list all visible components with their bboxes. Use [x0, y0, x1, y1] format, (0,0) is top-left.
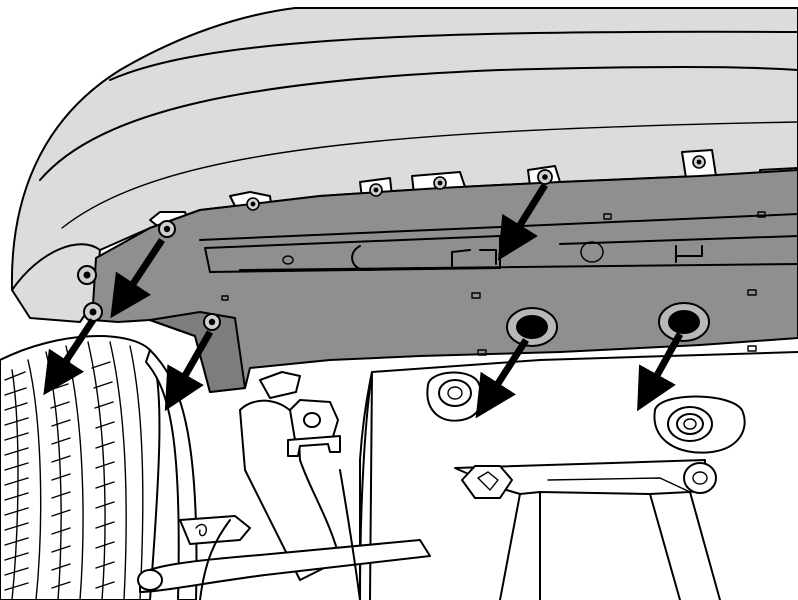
bumper-crease-2 — [39, 66, 798, 181]
bumper-crease-1 — [109, 30, 798, 81]
fasteners — [77, 155, 706, 331]
clip-slot — [451, 249, 497, 267]
panel-notch — [477, 349, 487, 356]
panel-notch — [747, 289, 757, 296]
screw-head-icon — [692, 155, 706, 169]
panel-ridge — [239, 263, 798, 271]
panel-hook — [351, 245, 421, 271]
subframe-lower-edge — [359, 371, 373, 600]
panel-flange — [149, 311, 246, 393]
screw-head-icon — [433, 176, 447, 190]
brace-leg-left — [499, 491, 541, 600]
front-tyre — [0, 335, 161, 600]
panel-round-hole — [580, 241, 604, 263]
screw-head-icon — [369, 183, 383, 197]
removal-arrows — [43, 183, 684, 419]
hex-bolt-right — [683, 462, 717, 494]
removal-arrow-icon — [110, 238, 165, 319]
panel-notch — [603, 213, 612, 220]
panel-notch — [221, 295, 229, 301]
panel-hole-right — [658, 302, 710, 342]
screw-head-icon — [246, 197, 260, 211]
bracket-clip — [287, 435, 341, 457]
screw-head-icon — [203, 313, 221, 331]
panel-hole-left — [506, 307, 558, 347]
screw-head-icon — [537, 169, 553, 185]
panel-notch — [757, 211, 766, 218]
removal-arrow-icon — [637, 332, 684, 412]
panel-recess-right — [559, 235, 798, 245]
subframe-area — [359, 351, 798, 600]
removal-arrow-icon — [475, 338, 529, 419]
tie-rod — [139, 539, 431, 593]
stabiliser-link — [259, 371, 301, 399]
control-arm — [239, 399, 341, 581]
screw-head-icon — [158, 220, 176, 238]
bumper-lower-lip — [11, 243, 101, 291]
panel-notch — [471, 292, 481, 299]
mount-boss-left — [426, 371, 483, 422]
underbody-panel — [91, 169, 798, 393]
ball-joint — [137, 569, 163, 591]
panel-notch — [747, 345, 757, 352]
link-small — [179, 515, 251, 545]
removal-arrow-icon — [164, 330, 214, 412]
screw-head-icon — [83, 302, 103, 322]
panel-slot — [282, 255, 294, 265]
mount-boss-right — [653, 395, 746, 454]
clip-slot — [675, 245, 703, 263]
bumper-crease-3 — [61, 121, 798, 229]
brace-inner — [547, 477, 691, 493]
brace-leg-right — [649, 491, 721, 600]
removal-arrow-icon — [497, 183, 548, 261]
removal-arrow-icon — [43, 318, 96, 396]
screw-head-icon — [77, 265, 97, 285]
hex-bolt-left — [461, 465, 513, 499]
suspension-parts — [137, 349, 431, 600]
